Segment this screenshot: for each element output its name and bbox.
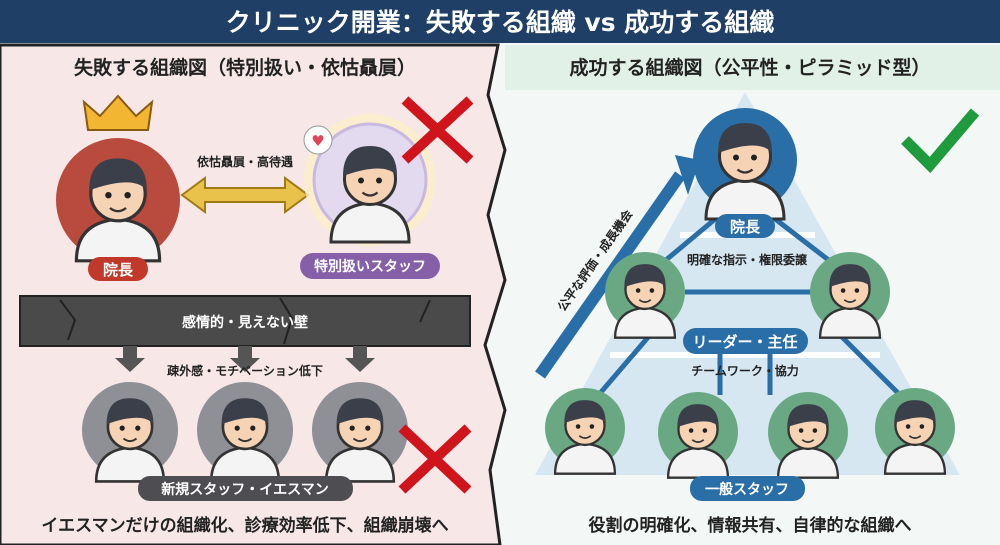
leader-label: リーダー・主任: [692, 333, 797, 351]
crown-icon: [82, 94, 154, 131]
favored-staff-label: 特別扱いスタッフ: [314, 258, 426, 275]
favored-staff-avatar: ♥: [303, 114, 436, 246]
right-conclusion: 役割の明確化、情報共有、自律的な組織へ: [589, 515, 912, 536]
director-pill: [715, 214, 775, 238]
director-label: 院長: [730, 218, 761, 236]
left-heading: 失敗する組織図（特別扱い・依怙贔屓）: [74, 56, 416, 79]
new-staff-group: [82, 382, 408, 483]
check-icon: [901, 108, 980, 174]
right-heading: 成功する組織図（公平性・ピラミッド型）: [569, 56, 930, 79]
leader-pill: [683, 328, 808, 354]
relation-label: 依怙贔屓・高待遇: [197, 154, 293, 169]
effect-label: 疎外感・モチベーション低下: [167, 363, 323, 378]
leader-relation: チームワーク・協力: [691, 363, 798, 378]
general-staff-label: 一般スタッフ: [705, 481, 789, 498]
director-relation: 明確な指示・権限委譲: [687, 252, 808, 267]
director-label: 院長: [103, 261, 134, 279]
heart-icon: ♥: [311, 132, 324, 150]
favored-staff-pill: [300, 253, 440, 279]
title-bar: [0, 0, 1000, 43]
page-title: クリニック開業：失敗する組織 vs 成功する組織: [226, 8, 775, 37]
pyramid: [535, 92, 960, 475]
cross-icon: [401, 96, 474, 164]
director-avatar: [56, 94, 180, 263]
cross-icon: [398, 424, 472, 494]
director-pill: [88, 257, 148, 281]
left-conclusion: イエスマンだけの組織化、診療効率低下、組織崩壊へ: [41, 515, 448, 536]
right-heading-strip: [505, 45, 1000, 90]
down-arrows: [115, 346, 375, 372]
new-staff-pill: [138, 476, 353, 501]
org-lines: [588, 213, 907, 407]
general-staff-pill: [690, 476, 805, 501]
wall-label: 感情的・見えない壁: [182, 314, 308, 331]
general-staff-group: [545, 388, 955, 479]
new-staff-label: 新規スタッフ・イエスマン: [161, 481, 328, 498]
